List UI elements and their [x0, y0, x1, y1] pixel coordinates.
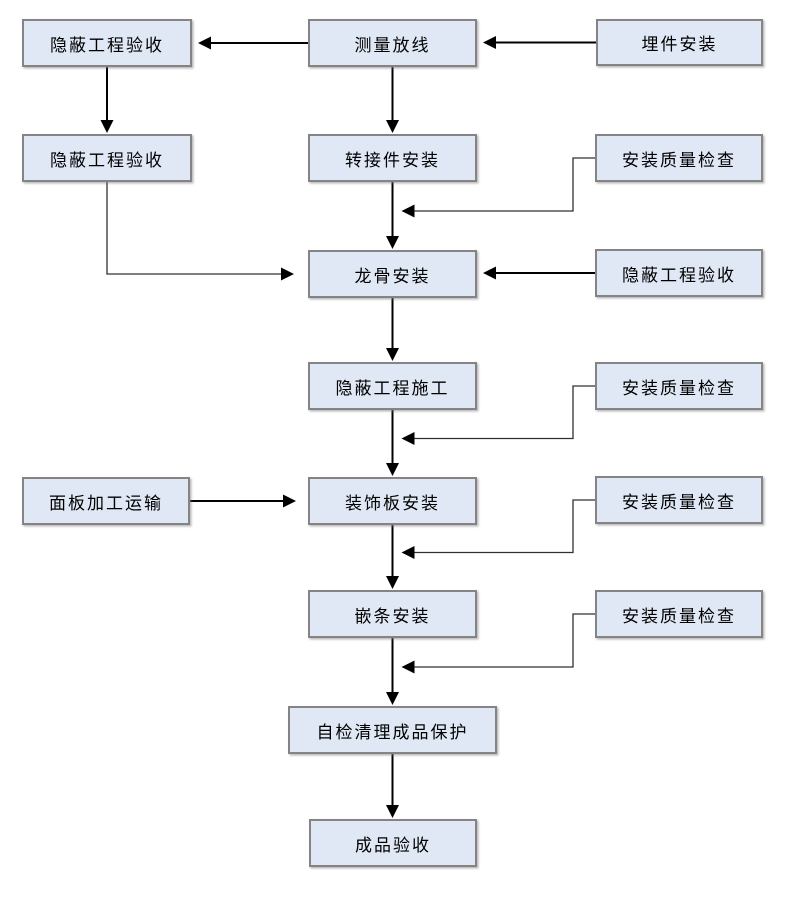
- flow-node-panel-install: 装饰板安装: [308, 477, 477, 525]
- flow-node-survey-layout: 测量放线: [308, 19, 477, 67]
- flow-node-keel-install: 龙骨安装: [308, 250, 477, 298]
- arrowhead-down-icon: [100, 120, 114, 133]
- arrowhead-left-icon: [483, 266, 496, 280]
- arrowhead-left-icon: [401, 204, 415, 218]
- arrowhead-left-icon: [401, 432, 415, 445]
- flow-node-qc-2: 安装质量检查: [595, 362, 763, 410]
- flow-node-panel-transport: 面板加工运输: [22, 477, 190, 525]
- flow-node-qc-3: 安装质量检查: [595, 476, 763, 524]
- flow-node-adapter-install: 转接件安装: [308, 134, 477, 182]
- flow-node-hidden-acceptance-2: 隐蔽工程验收: [22, 134, 192, 182]
- arrowhead-left-icon: [198, 36, 211, 50]
- arrowhead-left-icon: [483, 36, 496, 49]
- flow-node-trim-install: 嵌条安装: [308, 590, 477, 638]
- flow-node-hidden-acceptance-3: 隐蔽工程验收: [595, 249, 763, 297]
- arrowhead-down-icon: [386, 120, 399, 133]
- flow-node-qc-4: 安装质量检查: [595, 590, 763, 638]
- arrowhead-down-icon: [386, 692, 399, 705]
- flow-node-self-check: 自检清理成品保护: [288, 706, 497, 754]
- flow-node-hidden-acceptance-1: 隐蔽工程验收: [22, 19, 192, 67]
- flow-node-qc-1: 安装质量检查: [595, 134, 763, 182]
- arrowhead-down-icon: [386, 236, 399, 249]
- arrowhead-right-icon: [283, 494, 296, 508]
- flow-node-hidden-work: 隐蔽工程施工: [308, 362, 477, 410]
- connector-hidden-acceptance-2-to-keel-install: [106, 182, 282, 275]
- arrowhead-down-icon: [386, 348, 399, 361]
- arrowhead-down-icon: [386, 576, 399, 589]
- flow-node-final-acceptance: 成品验收: [309, 819, 477, 867]
- flow-node-embed-install: 埋件安装: [596, 19, 763, 66]
- arrowhead-left-icon: [401, 660, 415, 674]
- arrowhead-right-icon: [281, 267, 294, 281]
- arrowhead-down-icon: [386, 805, 399, 818]
- arrowhead-down-icon: [386, 463, 399, 476]
- arrowhead-left-icon: [401, 546, 415, 559]
